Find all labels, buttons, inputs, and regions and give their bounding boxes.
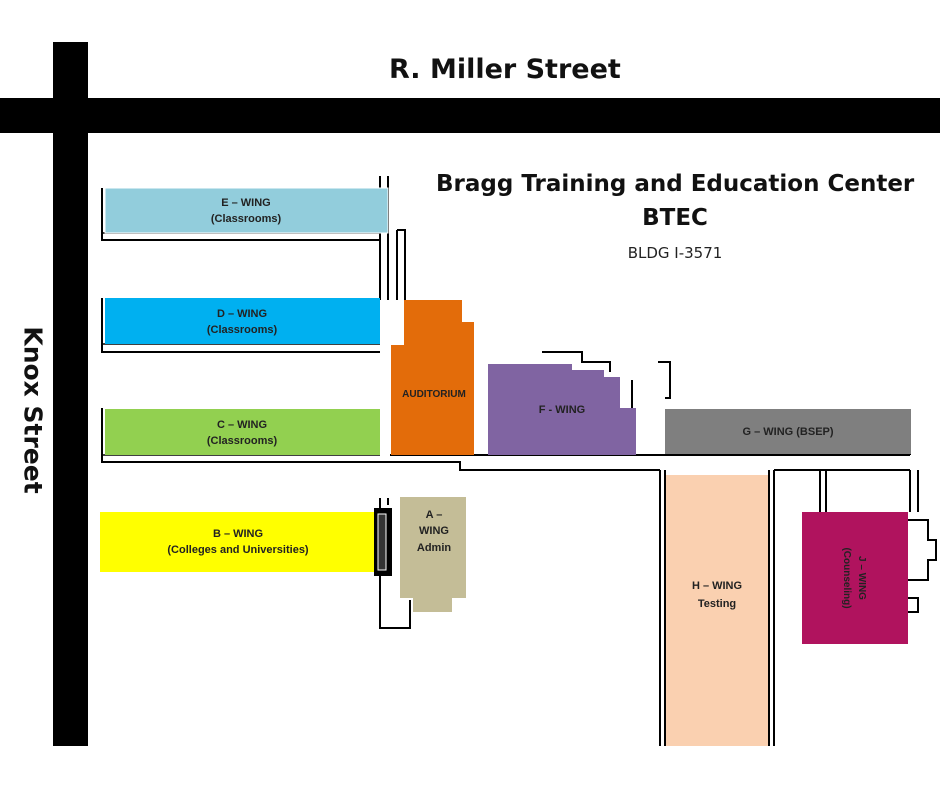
b-wing-use: (Colleges and Universities) xyxy=(167,544,309,556)
f-wing-label: F - WING xyxy=(539,404,585,416)
h-wing-use: Testing xyxy=(698,598,736,610)
c-wing-use: (Classrooms) xyxy=(207,435,278,447)
j-wing-name: J – WING xyxy=(856,556,867,600)
j-wing[interactable] xyxy=(802,512,908,644)
building-outline xyxy=(101,176,937,746)
e-wing-name: E – WING xyxy=(221,197,271,209)
r-miller-street-label: R. Miller Street xyxy=(389,54,621,85)
a-wing-use: Admin xyxy=(417,542,452,554)
auditorium[interactable] xyxy=(391,300,474,455)
e-wing-use: (Classrooms) xyxy=(211,213,282,225)
c-wing[interactable] xyxy=(105,409,380,455)
d-wing[interactable] xyxy=(105,298,380,344)
e-wing[interactable] xyxy=(104,187,389,234)
g-wing[interactable] xyxy=(665,409,911,454)
b-wing-name: B – WING xyxy=(213,528,263,540)
j-wing-use: (Counseling) xyxy=(841,547,852,608)
g-wing-label: G – WING (BSEP) xyxy=(742,426,833,438)
b-wing-entrance-inner xyxy=(377,513,387,571)
page-title: Bragg Training and Education Center xyxy=(436,171,915,197)
a-wing-name-1: A – xyxy=(426,509,443,521)
building-number: BLDG I-3571 xyxy=(627,244,723,262)
a-wing-name-2: WING xyxy=(419,525,449,537)
c-wing-name: C – WING xyxy=(217,419,267,431)
r-miller-street-road xyxy=(0,98,940,133)
auditorium-label: AUDITORIUM xyxy=(402,389,466,400)
d-wing-name: D – WING xyxy=(217,308,267,320)
a-wing[interactable] xyxy=(400,497,466,612)
h-wing[interactable] xyxy=(666,475,768,746)
h-wing-name: H – WING xyxy=(692,580,742,592)
b-wing[interactable] xyxy=(100,512,375,572)
knox-street-road xyxy=(53,42,88,746)
d-wing-use: (Classrooms) xyxy=(207,324,278,336)
j-wing-label-group: J – WING (Counseling) xyxy=(841,547,867,608)
f-wing[interactable] xyxy=(488,364,636,455)
page-acronym: BTEC xyxy=(642,205,708,231)
